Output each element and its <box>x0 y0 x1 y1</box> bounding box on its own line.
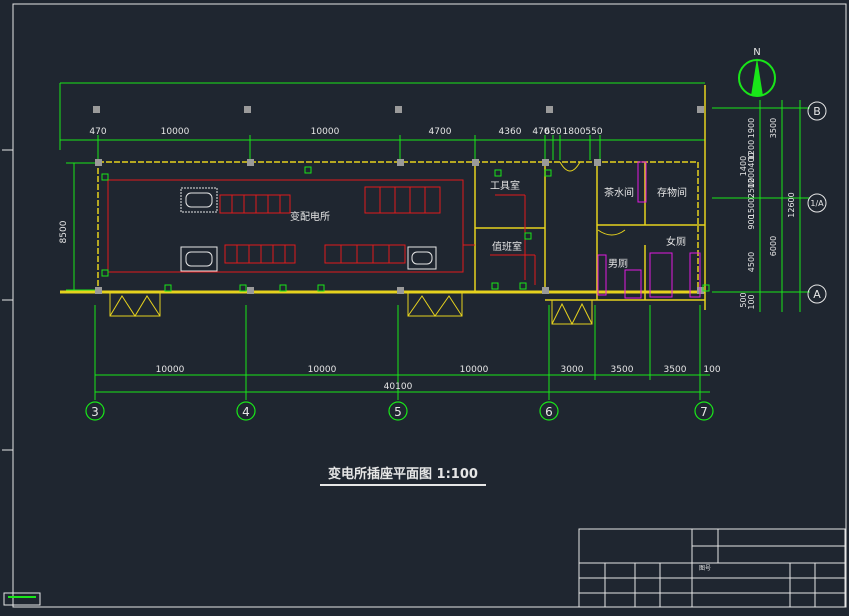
column-axis-3-circle <box>85 401 105 421</box>
column-axis-7-circle <box>694 401 714 421</box>
right-dim-outer-1: 3500 <box>769 118 778 138</box>
room-main-hall: 变配电所 <box>290 210 330 223</box>
right-dim-outer-3: 12600 <box>787 192 796 217</box>
sheet-frame <box>2 3 847 608</box>
top-dim-5: 4360 <box>499 127 522 137</box>
north-label: N <box>753 47 760 58</box>
left-dimension <box>66 162 100 291</box>
column-axis-7: 7 <box>700 405 708 419</box>
top-dim-3: 10000 <box>311 127 340 137</box>
door-swings <box>109 161 626 326</box>
top-dim-7: 650 <box>544 127 561 137</box>
bottom-dim-1: 10000 <box>156 365 185 375</box>
room-tea-room: 茶水间 <box>604 186 634 199</box>
socket-markers <box>101 166 710 292</box>
top-dim-2: 10000 <box>161 127 190 137</box>
top-dimension-chain <box>59 82 705 160</box>
right-dim-8: 900 <box>747 214 756 229</box>
title-block <box>578 528 846 608</box>
title-block-label: 图号 <box>699 565 711 572</box>
total-dim: 40100 <box>384 382 413 392</box>
top-dim-4: 4700 <box>429 127 452 137</box>
column-axis-6-circle <box>539 401 559 421</box>
room-womens-toilet: 女厕 <box>666 235 686 248</box>
drawing-title: 变电所插座平面图 1:100 <box>328 466 478 482</box>
column-axis-4: 4 <box>242 405 250 419</box>
column-axis-3: 3 <box>91 405 99 419</box>
top-dim-6: 470 <box>532 127 549 137</box>
bottom-dim-7: 100 <box>703 365 720 375</box>
corner-marker <box>3 592 41 606</box>
right-dim-11: 500 <box>739 292 748 307</box>
bottom-dim-5: 3500 <box>611 365 634 375</box>
right-dimension-chain <box>712 100 810 312</box>
right-dim-3: 400 <box>747 152 756 167</box>
right-dim-outer-2: 6000 <box>769 236 778 256</box>
column-markers-top <box>93 106 704 113</box>
column-axis-6: 6 <box>545 405 553 419</box>
right-dim-7: 1500 <box>747 198 756 218</box>
bottom-dim-4: 3000 <box>561 365 584 375</box>
left-dim-text: 8500 <box>59 220 69 243</box>
top-dim-9: 550 <box>585 127 602 137</box>
right-dim-10: 100 <box>747 294 756 309</box>
bottom-dim-6: 3500 <box>664 365 687 375</box>
right-dim-5: 1200 <box>747 168 756 188</box>
bottom-dimension-chain <box>94 305 710 400</box>
svg-text:1/A: 1/A <box>810 199 824 208</box>
row-axis-1a: 1/A <box>807 193 827 213</box>
room-mens-toilet: 男厕 <box>608 258 628 270</box>
room-storage-room: 存物间 <box>657 186 687 199</box>
column-axis-5-circle <box>388 401 408 421</box>
room-tool-room: 工具室 <box>490 179 520 192</box>
toilet-fixtures <box>597 161 701 299</box>
right-dim-2: 1200 <box>747 140 756 160</box>
svg-text:A: A <box>813 288 821 301</box>
transformer-icon <box>180 187 437 272</box>
right-dim-1: 1900 <box>747 118 756 138</box>
socket-circuit <box>107 179 536 285</box>
wall-columns <box>95 159 704 294</box>
top-dim-8: 1800 <box>563 127 586 137</box>
svg-text:B: B <box>813 105 821 118</box>
column-axis-5: 5 <box>394 405 402 419</box>
north-arrow-icon: N <box>738 47 776 97</box>
right-dim-6: 2500 <box>747 178 756 198</box>
row-axis-a: A <box>807 284 827 304</box>
column-axis-4-circle <box>236 401 256 421</box>
bottom-dim-3: 10000 <box>460 365 489 375</box>
top-dim-1: 470 <box>89 127 106 137</box>
row-axis-b: B <box>807 101 827 121</box>
bottom-dim-2: 10000 <box>308 365 337 375</box>
right-dim-9: 4500 <box>747 252 756 272</box>
room-duty-room: 值班室 <box>492 240 522 253</box>
right-dim-4: 1400 <box>739 156 748 176</box>
